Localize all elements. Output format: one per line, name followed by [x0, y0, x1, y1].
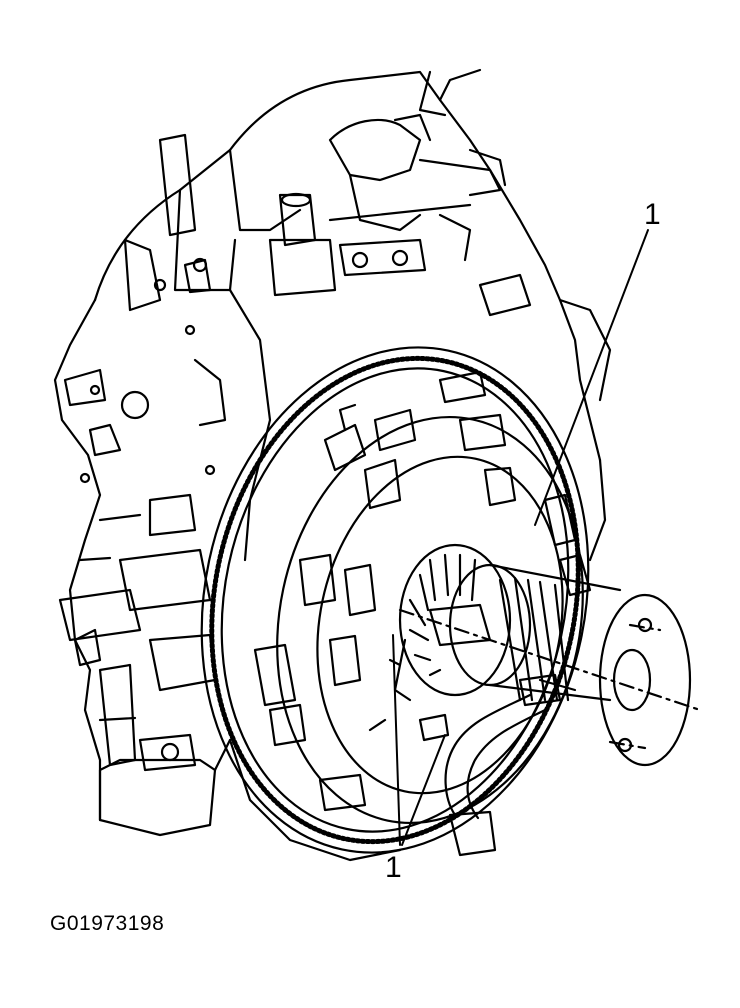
top-fittings	[183, 113, 532, 317]
leader-top	[534, 229, 649, 526]
hydraulic-line	[444, 693, 547, 857]
leader-bottom-right	[401, 734, 446, 846]
pressure-plate	[253, 370, 592, 825]
flywheel	[200, 346, 590, 854]
axis-lines	[398, 608, 702, 750]
leader-bottom-left	[392, 634, 401, 846]
slave-cylinder	[428, 563, 692, 767]
figure-code: G01973198	[50, 912, 165, 935]
callout-label-bottom: 1	[385, 851, 402, 884]
lower-fittings	[73, 628, 197, 772]
callout-leaders	[392, 229, 649, 846]
callout-label-top: 1	[644, 198, 661, 231]
